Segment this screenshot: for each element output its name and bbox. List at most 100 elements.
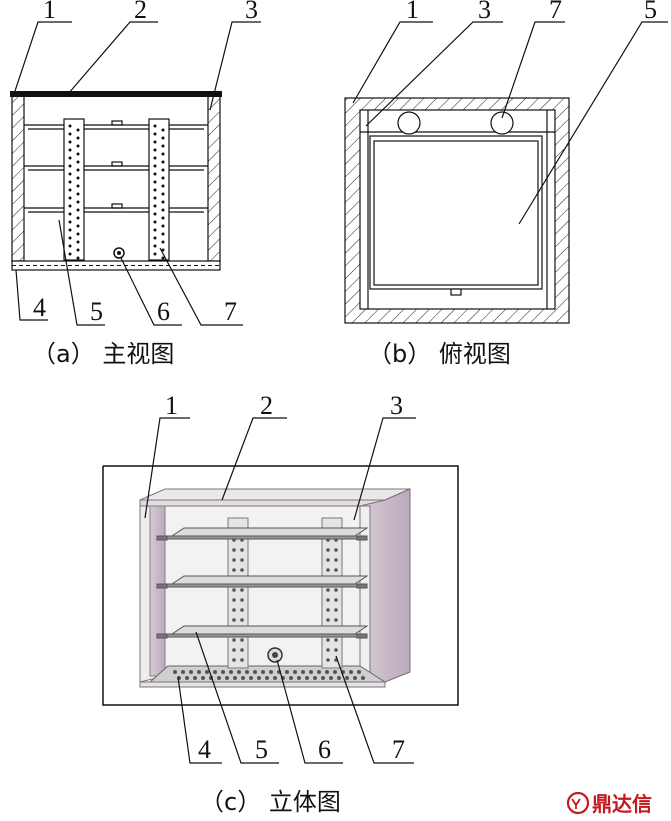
perforation-hole bbox=[76, 240, 80, 244]
perforation-hole bbox=[161, 224, 165, 228]
perforation-hole bbox=[232, 638, 236, 642]
perforation-hole bbox=[68, 156, 72, 160]
perforation-hole bbox=[334, 558, 338, 562]
front-labels: 1 2 3 4 5 6 7 bbox=[33, 0, 258, 326]
perforation-hole bbox=[76, 216, 80, 220]
perforation-hole bbox=[334, 598, 338, 602]
perforation-hole bbox=[161, 168, 165, 172]
perforation-hole bbox=[240, 608, 244, 612]
grid-hole bbox=[289, 676, 293, 680]
grid-hole bbox=[217, 676, 221, 680]
perforation-hole bbox=[240, 618, 244, 622]
perforation-hole bbox=[326, 548, 330, 552]
grid-hole bbox=[181, 670, 185, 674]
perforation-hole bbox=[76, 160, 80, 164]
perforation-hole bbox=[232, 658, 236, 662]
front-label-5: 5 bbox=[90, 297, 103, 326]
perforation-hole bbox=[161, 128, 165, 132]
iso-pipe-fitting bbox=[267, 647, 283, 663]
watermark-logo-mark bbox=[571, 798, 581, 809]
iso-label-5: 5 bbox=[255, 735, 268, 764]
perforation-hole bbox=[76, 248, 80, 252]
perforation-hole bbox=[68, 244, 72, 248]
perforation-hole bbox=[232, 608, 236, 612]
grid-hole bbox=[237, 670, 241, 674]
perforation-hole bbox=[334, 548, 338, 552]
top-label-3: 3 bbox=[478, 0, 491, 24]
front-left-wall bbox=[11, 95, 25, 262]
perforation-hole bbox=[334, 568, 338, 572]
grid-hole bbox=[245, 670, 249, 674]
caption-front-view: （a） 主视图 bbox=[32, 340, 174, 368]
grid-hole bbox=[273, 676, 277, 680]
iso-view bbox=[102, 465, 459, 706]
perforation-hole bbox=[76, 144, 80, 148]
perforation-hole bbox=[76, 168, 80, 172]
iso-column-right bbox=[321, 517, 343, 669]
perforation-hole bbox=[153, 180, 157, 184]
perforation-hole bbox=[153, 204, 157, 208]
watermark-text: 鼎达信 bbox=[592, 792, 652, 816]
perforation-hole bbox=[153, 188, 157, 192]
grid-hole bbox=[193, 676, 197, 680]
grid-hole bbox=[225, 676, 229, 680]
perforation-hole bbox=[161, 240, 165, 244]
iso-label-2: 2 bbox=[260, 391, 273, 420]
grid-hole bbox=[253, 670, 257, 674]
grid-hole bbox=[201, 676, 205, 680]
perforation-hole bbox=[240, 638, 244, 642]
perforation-hole bbox=[76, 136, 80, 140]
front-shelves bbox=[24, 120, 208, 213]
top-leaders bbox=[352, 21, 668, 225]
perforation-hole bbox=[76, 184, 80, 188]
perforation-hole bbox=[326, 588, 330, 592]
perforation-hole bbox=[76, 128, 80, 132]
perforation-hole bbox=[334, 638, 338, 642]
perforation-hole bbox=[334, 588, 338, 592]
grid-hole bbox=[309, 670, 313, 674]
perforation-hole bbox=[240, 568, 244, 572]
iso-label-4: 4 bbox=[198, 735, 211, 764]
perforation-hole bbox=[240, 558, 244, 562]
perforation-hole bbox=[232, 588, 236, 592]
perforation-hole bbox=[240, 658, 244, 662]
top-labels: 1 3 7 5 bbox=[406, 0, 657, 24]
perforation-hole bbox=[326, 598, 330, 602]
grid-hole bbox=[337, 676, 341, 680]
grid-hole bbox=[249, 676, 253, 680]
front-label-3: 3 bbox=[245, 0, 258, 24]
grid-hole bbox=[357, 670, 361, 674]
perforation-hole bbox=[76, 224, 80, 228]
perforation-hole bbox=[153, 220, 157, 224]
top-view bbox=[344, 97, 570, 324]
perforation-hole bbox=[76, 200, 80, 204]
top-column-left bbox=[397, 111, 421, 135]
perforation-hole bbox=[68, 204, 72, 208]
iso-column-left bbox=[227, 517, 249, 669]
grid-hole bbox=[261, 670, 265, 674]
watermark: 鼎达信 bbox=[566, 791, 652, 816]
grid-hole bbox=[257, 676, 261, 680]
perforation-hole bbox=[68, 228, 72, 232]
front-columns bbox=[63, 118, 170, 261]
perforation-hole bbox=[153, 156, 157, 160]
perforation-hole bbox=[153, 172, 157, 176]
perforation-hole bbox=[161, 160, 165, 164]
grid-hole bbox=[305, 676, 309, 680]
iso-top-plate bbox=[139, 488, 411, 501]
iso-label-3: 3 bbox=[390, 391, 403, 420]
iso-labels: 1 2 3 4 5 6 7 bbox=[165, 391, 405, 764]
grid-hole bbox=[345, 676, 349, 680]
grid-hole bbox=[233, 676, 237, 680]
perforation-hole bbox=[153, 140, 157, 144]
perforation-hole bbox=[68, 164, 72, 168]
perforation-hole bbox=[161, 208, 165, 212]
front-view bbox=[10, 91, 222, 271]
top-label-7: 7 bbox=[549, 0, 562, 24]
grid-hole bbox=[333, 670, 337, 674]
top-label-1: 1 bbox=[406, 0, 419, 24]
perforation-hole bbox=[76, 208, 80, 212]
grid-hole bbox=[221, 670, 225, 674]
iso-shelves bbox=[156, 527, 369, 639]
iso-leaders bbox=[144, 417, 416, 764]
